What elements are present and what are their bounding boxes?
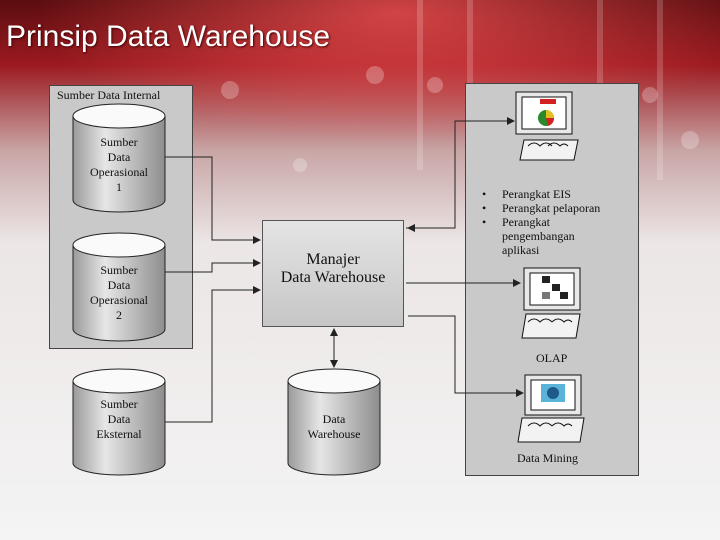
source-1-label: Sumber Data Operasional 1	[90, 135, 148, 194]
database-cylinder-warehouse	[287, 368, 381, 476]
database-cylinder-source-1	[72, 103, 166, 213]
arrow-source-2-to-manager	[165, 259, 261, 273]
internal-sources-label: Sumber Data Internal	[57, 88, 161, 102]
olap-label: OLAP	[536, 351, 568, 365]
computer-eis-icon	[515, 91, 579, 161]
slide-title: Prinsip Data Warehouse	[6, 20, 331, 53]
tools-list: Perangkat EIS Perangkat pelaporan Perang…	[482, 187, 612, 257]
database-cylinder-source-2	[72, 232, 166, 342]
computer-olap-icon	[521, 267, 581, 339]
data-mining-label: Data Mining	[517, 451, 578, 465]
manager-label-line1: Manajer	[306, 250, 360, 268]
arrow-source-1-to-manager	[165, 156, 261, 244]
arrow-external-to-manager	[165, 286, 261, 423]
manager-label-line2: Data Warehouse	[280, 268, 386, 286]
warehouse-label: Data Warehouse	[307, 412, 361, 441]
arrow-manager-to-data-mining	[408, 315, 524, 397]
tool-item-eis: Perangkat EIS	[482, 187, 612, 201]
data-warehouse-manager-box: Manajer Data Warehouse	[262, 220, 404, 327]
source-2-label: Sumber Data Operasional 2	[90, 263, 148, 322]
computer-data-mining-icon	[517, 374, 585, 443]
external-source-label: Sumber Data Eksternal	[96, 397, 142, 441]
database-cylinder-external	[72, 368, 166, 476]
tool-item-reporting: Perangkat pelaporan	[482, 201, 612, 215]
tool-item-app-dev: Perangkat pengembangan aplikasi	[482, 215, 612, 257]
